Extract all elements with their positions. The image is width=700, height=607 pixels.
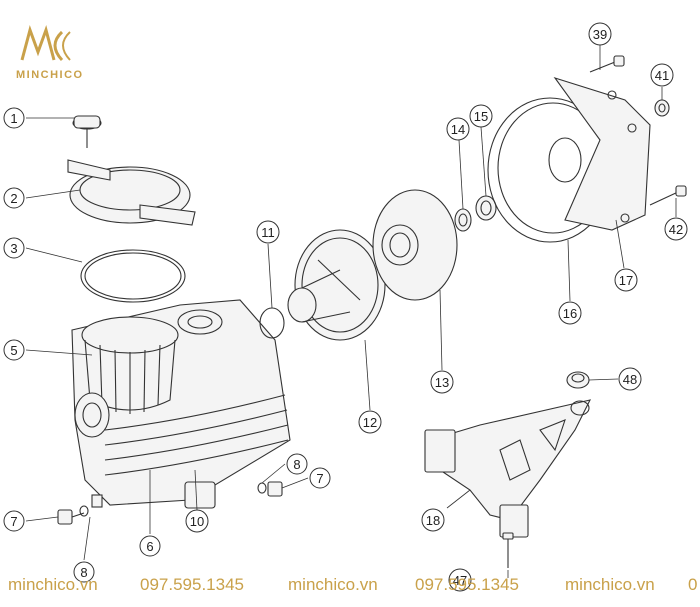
callout-15: 15 xyxy=(469,104,493,128)
callout-7-left: 7 xyxy=(3,510,25,532)
callout-14: 14 xyxy=(446,117,470,141)
callout-11: 11 xyxy=(256,220,280,244)
svg-text:17: 17 xyxy=(619,273,633,288)
svg-text:12: 12 xyxy=(363,415,377,430)
callout-8-bottom: 8 xyxy=(73,561,95,583)
callout-6: 6 xyxy=(139,535,161,557)
svg-text:16: 16 xyxy=(563,306,577,321)
callout-42: 42 xyxy=(664,217,688,241)
part-lid xyxy=(67,159,196,226)
part-bolt-39 xyxy=(589,55,625,73)
footer-item-3: 097.595.1345 xyxy=(415,575,519,594)
footer-item-4: minchico.vn xyxy=(565,575,655,594)
svg-text:18: 18 xyxy=(426,513,440,528)
footer-item-2: minchico.vn xyxy=(288,575,378,594)
callout-2: 2 xyxy=(3,187,25,209)
svg-text:15: 15 xyxy=(474,109,488,124)
svg-text:8: 8 xyxy=(80,565,87,580)
svg-text:42: 42 xyxy=(669,222,683,237)
svg-text:39: 39 xyxy=(593,27,607,42)
part-diffuser xyxy=(287,229,386,341)
brand-logo: MINCHICO xyxy=(16,25,84,81)
svg-text:1: 1 xyxy=(10,111,17,126)
part-knob xyxy=(72,115,102,148)
part-screw-47 xyxy=(502,532,514,568)
callout-16: 16 xyxy=(558,301,582,325)
svg-text:7: 7 xyxy=(10,514,17,529)
svg-text:11: 11 xyxy=(261,225,275,240)
callout-1: 1 xyxy=(3,107,25,129)
callout-10: 10 xyxy=(185,509,209,533)
callout-7-right: 7 xyxy=(309,467,331,489)
part-washer-41 xyxy=(654,99,670,117)
callout-47: 47 xyxy=(448,568,472,592)
svg-text:2: 2 xyxy=(10,191,17,206)
svg-text:14: 14 xyxy=(451,122,465,137)
part-drain-plug-right xyxy=(257,481,283,497)
callout-39: 39 xyxy=(588,22,612,46)
svg-text:41: 41 xyxy=(655,68,669,83)
callout-12: 12 xyxy=(358,410,382,434)
part-motor-support xyxy=(424,399,592,538)
footer-item-0: minchico.vn xyxy=(8,575,98,594)
part-diffuser-oring xyxy=(259,307,285,339)
svg-text:8: 8 xyxy=(293,457,300,472)
footer-item-1: 097.595.1345 xyxy=(140,575,244,594)
part-oring xyxy=(80,249,186,303)
callout-18: 18 xyxy=(421,508,445,532)
part-drain-plug-left xyxy=(57,505,89,525)
footer-item-5: 0 xyxy=(688,575,697,594)
part-pump-housing xyxy=(71,299,291,509)
svg-text:47: 47 xyxy=(453,573,467,588)
callout-list: 1 2 3 5 6 7 7 8 8 10 11 12 13 14 15 16 1… xyxy=(3,22,688,592)
callout-3: 3 xyxy=(3,237,25,259)
svg-text:10: 10 xyxy=(190,514,204,529)
callout-8-right: 8 xyxy=(286,453,308,475)
part-seal-14 xyxy=(454,208,472,232)
callout-5: 5 xyxy=(3,339,25,361)
part-bolt-42 xyxy=(649,185,687,206)
svg-text:13: 13 xyxy=(435,375,449,390)
svg-text:5: 5 xyxy=(10,343,17,358)
part-impeller xyxy=(372,189,458,301)
svg-text:48: 48 xyxy=(623,372,637,387)
svg-text:7: 7 xyxy=(316,471,323,486)
leader-lines xyxy=(25,45,677,578)
callout-48: 48 xyxy=(618,367,642,391)
callout-13: 13 xyxy=(430,370,454,394)
callout-17: 17 xyxy=(614,268,638,292)
callout-41: 41 xyxy=(650,63,674,87)
svg-text:6: 6 xyxy=(146,539,153,554)
svg-text:3: 3 xyxy=(10,241,17,256)
brand-name: MINCHICO xyxy=(16,69,84,81)
part-seal-plate xyxy=(487,76,651,243)
footer-watermark: minchico.vn 097.595.1345 minchico.vn 097… xyxy=(8,575,697,594)
part-bushing-48 xyxy=(566,371,590,389)
